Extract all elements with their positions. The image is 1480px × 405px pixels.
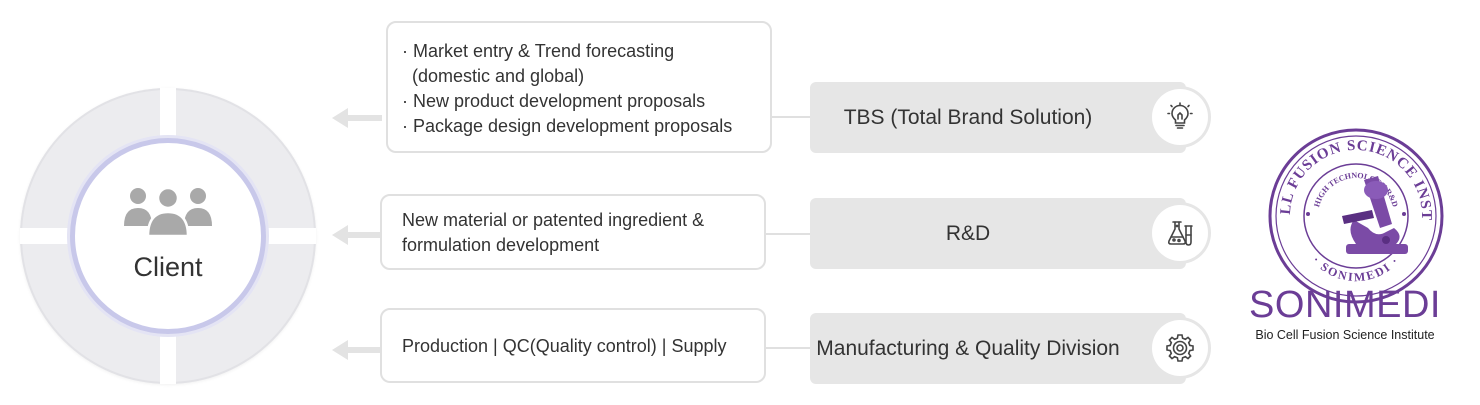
client-label: Client <box>133 252 203 282</box>
service-label: TBS (Total Brand Solution) <box>843 105 1093 129</box>
arrow-left-icon <box>332 340 382 360</box>
connector-line <box>766 347 812 349</box>
rd-description-box: New material or patented ingredient & fo… <box>380 194 766 270</box>
description-line: formulation development <box>402 235 600 255</box>
service-bar-rd: R&D <box>810 198 1186 269</box>
service-bar-tbs: TBS (Total Brand Solution) <box>810 82 1186 153</box>
service-label: R&D <box>945 221 991 245</box>
mqd-description-box: Production | QC(Quality control) | Suppl… <box>380 308 766 383</box>
tbs-badge <box>1152 89 1208 145</box>
description-line: (domestic and global) <box>402 66 585 86</box>
mqd-badge <box>1152 320 1208 376</box>
brand-subtitle: Bio Cell Fusion Science Institute <box>1255 328 1435 342</box>
connector-line <box>772 116 812 118</box>
rd-badge <box>1152 205 1208 261</box>
description-line: Production | QC(Quality control) | Suppl… <box>402 336 727 356</box>
description-line: New material or patented ingredient & <box>402 210 705 230</box>
client-inner-ring <box>70 138 266 334</box>
tbs-description-box: · Market entry & Trend forecasting (dome… <box>386 21 772 153</box>
users-group-icon <box>124 186 212 236</box>
lightbulb-icon <box>1167 102 1193 129</box>
description-line: · New product development proposals <box>402 91 706 111</box>
arrow-left-icon <box>332 108 382 128</box>
gear-icon <box>1166 334 1194 362</box>
microscope-icon <box>1342 176 1408 254</box>
service-bar-manufacturing: Manufacturing & Quality Division <box>810 313 1186 384</box>
arrow-left-icon <box>332 225 382 245</box>
service-label: Manufacturing & Quality Division <box>816 336 1120 360</box>
lab-flask-icon <box>1167 221 1193 246</box>
connector-line <box>766 233 812 235</box>
description-line: · Package design development proposals <box>402 116 733 136</box>
description-line: · Market entry & Trend forecasting <box>402 41 675 61</box>
svg-text:BIO CELL FUSION SCIENCE INSTIT: BIO CELL FUSION SCIENCE INSTITUTE <box>1268 128 1434 221</box>
brand-name: SONIMEDI <box>1249 284 1441 326</box>
sonimedi-seal-logo: BIO CELL FUSION SCIENCE INSTITUTE · SONI… <box>1268 128 1444 304</box>
